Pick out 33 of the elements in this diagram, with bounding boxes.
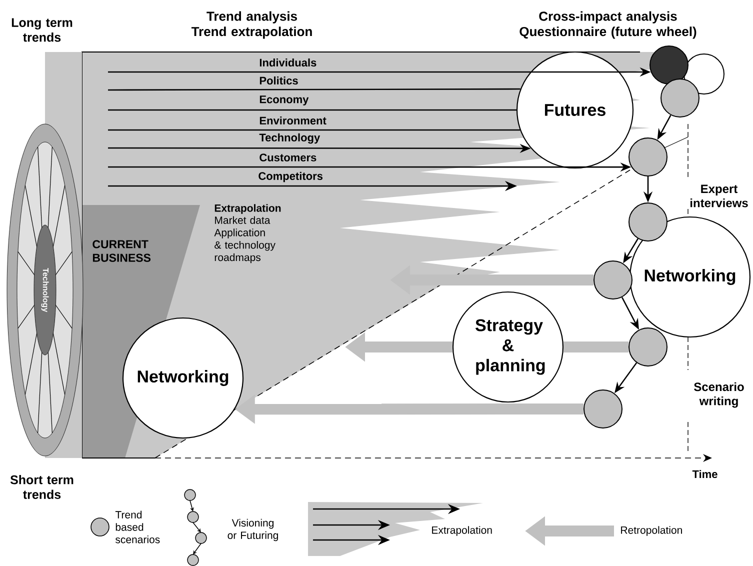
heading: Short term trends: [10, 475, 74, 499]
heading: Long term trends: [12, 18, 72, 42]
legend-label: Retropolation: [621, 526, 682, 536]
scenario-circle: [628, 202, 668, 242]
trend-line: [108, 109, 516, 111]
trend-line: [108, 88, 520, 91]
axis-label: Time: [692, 470, 718, 478]
scenario-circle: [628, 138, 668, 176]
heading: Trend analysis Trend extrapolation: [191, 11, 312, 39]
scenario-circle: [650, 46, 688, 84]
area-label: CURRENT BUSINESS: [92, 240, 151, 262]
legend-label: Trend based scenarios: [115, 510, 160, 544]
scenario-circle: [584, 390, 622, 428]
note-heading: Extrapolation: [214, 204, 281, 214]
trend-label: Competitors: [258, 172, 323, 182]
edge-label: Politics: [258, 75, 300, 86]
note-text: Market data Application & technology roadmaps: [214, 216, 276, 264]
wheel-hub: Technology: [34, 224, 56, 356]
scenario-circle: [594, 260, 632, 300]
legend-label: Extrapolation: [432, 526, 492, 536]
side-label: Scenario writing: [694, 382, 744, 408]
legend-label: Visioning or Futuring: [228, 518, 278, 542]
edge-label: Economy: [258, 94, 310, 106]
edge-label: Environment: [258, 115, 328, 126]
trend-line: [108, 129, 520, 131]
edge-label: Customers: [258, 152, 318, 162]
empty-circle: [684, 54, 724, 94]
edge-label: Technology: [258, 132, 322, 145]
scenario-circle: [660, 78, 700, 118]
scenario-circle: [628, 328, 668, 366]
edge-label: Individuals: [258, 57, 318, 68]
heading: Cross-impact analysis Questionnaire (future wheel): [520, 11, 696, 39]
side-label: Expert interviews: [690, 184, 748, 208]
